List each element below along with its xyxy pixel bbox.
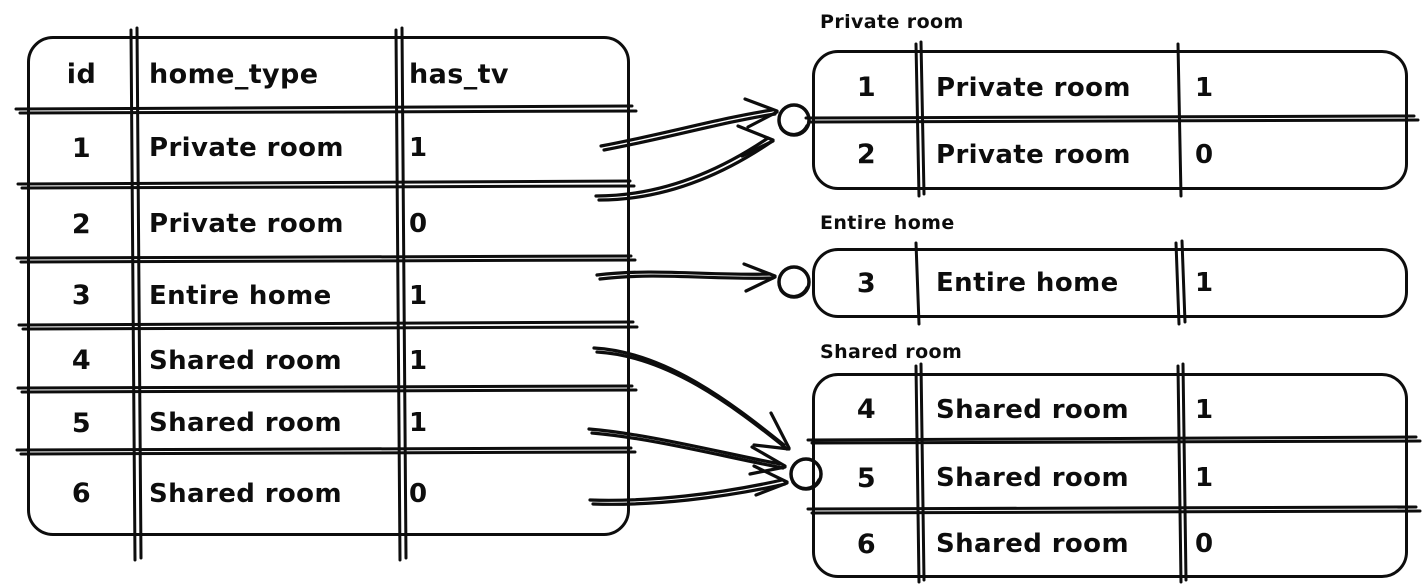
cell-has-tv: 0 bbox=[409, 478, 428, 509]
column-header-has-tv: has_tv bbox=[409, 59, 509, 90]
cell-home-type: Private room bbox=[149, 133, 344, 163]
cell-id: 5 bbox=[71, 407, 92, 439]
cell-id: 4 bbox=[856, 394, 877, 425]
table-row[interactable]: 6 Shared room 0 bbox=[30, 454, 627, 533]
table-row[interactable]: 3 Entire home 1 bbox=[30, 262, 627, 329]
partition-caption-entire-home: Entire home bbox=[820, 212, 955, 234]
table-row[interactable]: 6 Shared room 0 bbox=[815, 513, 1405, 575]
column-header-id: id bbox=[66, 59, 97, 90]
cell-home-type: Shared room bbox=[149, 478, 342, 509]
cell-has-tv: 1 bbox=[409, 345, 428, 376]
column-header-home-type: home_type bbox=[149, 59, 319, 90]
cell-has-tv: 0 bbox=[1195, 529, 1214, 559]
cell-id: 4 bbox=[71, 345, 92, 376]
partition-table-private-room: 1 Private room 1 2 Private room 0 bbox=[812, 50, 1408, 190]
cell-has-tv: 0 bbox=[1195, 139, 1214, 170]
table-row[interactable]: 2 Private room 0 bbox=[30, 186, 627, 262]
cell-id: 2 bbox=[856, 139, 877, 170]
cell-has-tv: 1 bbox=[409, 408, 428, 438]
cell-id: 6 bbox=[856, 528, 877, 560]
cell-has-tv: 1 bbox=[1195, 268, 1214, 298]
cell-id: 6 bbox=[71, 478, 92, 509]
partition-caption-private-room: Private room bbox=[820, 11, 964, 33]
partition-table-entire-home: 3 Entire home 1 bbox=[812, 248, 1408, 318]
cell-id: 3 bbox=[856, 267, 877, 299]
cell-id: 2 bbox=[71, 208, 92, 240]
table-row[interactable]: 1 Private room 1 bbox=[815, 53, 1405, 122]
table-row[interactable]: 5 Shared room 1 bbox=[815, 443, 1405, 513]
cell-has-tv: 1 bbox=[1195, 463, 1214, 493]
cell-home-type: Private room bbox=[936, 72, 1131, 103]
table-header-row: id home_type has_tv bbox=[30, 39, 627, 110]
cell-home-type: Entire home bbox=[936, 268, 1119, 298]
cell-home-type: Shared room bbox=[149, 408, 342, 438]
cell-id: 1 bbox=[856, 72, 877, 103]
cell-home-type: Private room bbox=[936, 139, 1131, 170]
table-row[interactable]: 2 Private room 0 bbox=[815, 122, 1405, 187]
cell-home-type: Private room bbox=[149, 209, 344, 239]
cell-home-type: Shared room bbox=[936, 463, 1129, 493]
cell-id: 5 bbox=[856, 462, 877, 494]
cell-home-type: Shared room bbox=[149, 345, 342, 376]
cell-id: 3 bbox=[71, 280, 92, 311]
connector-circle-entire-home bbox=[777, 265, 811, 299]
partition-table-shared-room: 4 Shared room 1 5 Shared room 1 6 Shared… bbox=[812, 373, 1408, 578]
connector-circle-private-room bbox=[777, 103, 811, 137]
partition-caption-shared-room: Shared room bbox=[820, 341, 963, 363]
table-row[interactable]: 5 Shared room 1 bbox=[30, 392, 627, 454]
cell-has-tv: 1 bbox=[1195, 72, 1214, 103]
cell-has-tv: 1 bbox=[409, 133, 428, 163]
table-row[interactable]: 3 Entire home 1 bbox=[815, 251, 1405, 315]
cell-home-type: Shared room bbox=[936, 529, 1129, 559]
cell-has-tv: 1 bbox=[1195, 394, 1214, 425]
source-table: id home_type has_tv 1 Private room 1 2 P… bbox=[27, 36, 630, 536]
table-row[interactable]: 1 Private room 1 bbox=[30, 110, 627, 186]
table-row[interactable]: 4 Shared room 1 bbox=[30, 329, 627, 392]
cell-id: 1 bbox=[71, 132, 92, 164]
cell-home-type: Entire home bbox=[149, 280, 332, 311]
cell-has-tv: 1 bbox=[409, 280, 428, 311]
cell-has-tv: 0 bbox=[409, 209, 428, 239]
cell-home-type: Shared room bbox=[936, 394, 1129, 425]
table-row[interactable]: 4 Shared room 1 bbox=[815, 376, 1405, 443]
